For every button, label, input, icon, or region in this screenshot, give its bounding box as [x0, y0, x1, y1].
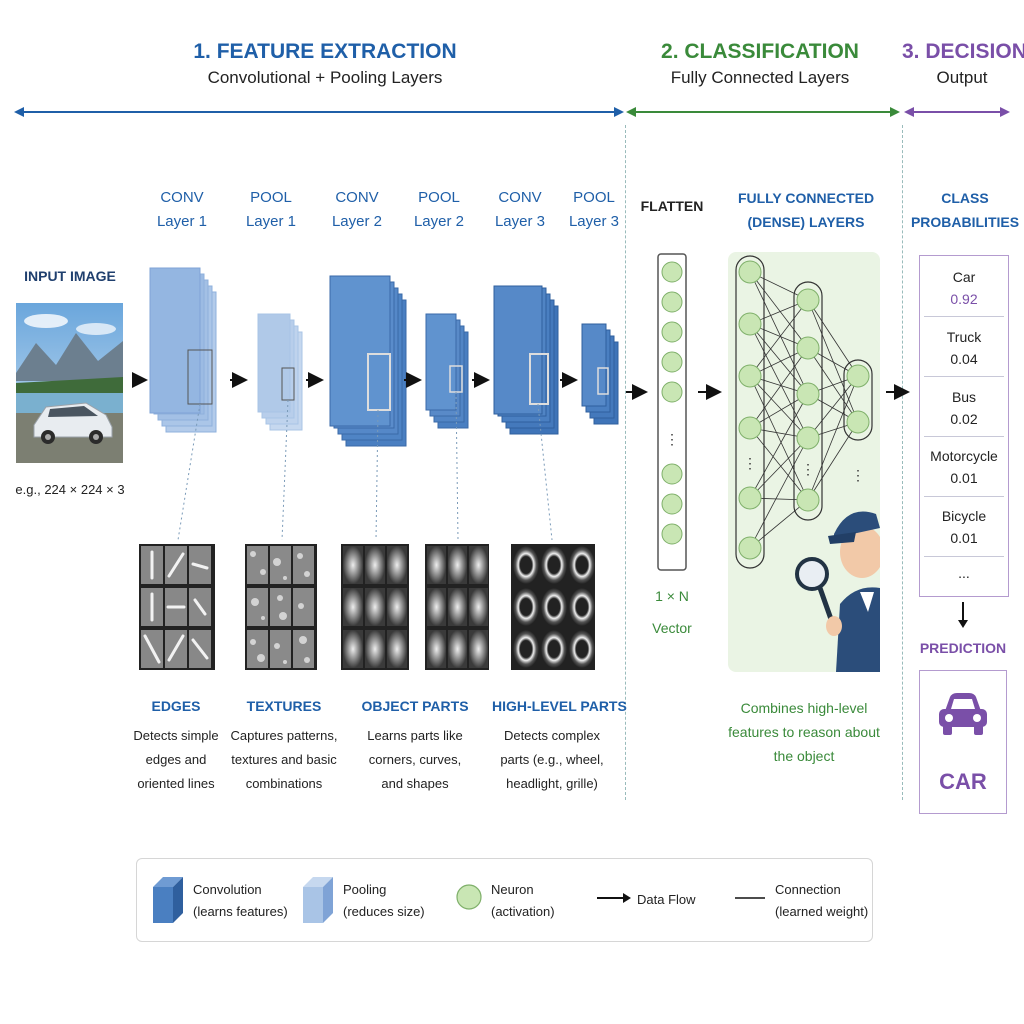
dense-caption: Combines high-level features to reason a… — [728, 700, 880, 764]
flatten-label: FLATTEN — [640, 198, 704, 214]
conv1-stack — [149, 267, 217, 433]
prob-separator — [924, 316, 1004, 317]
feature-span-arrow — [14, 107, 624, 117]
prob-separator — [924, 556, 1004, 557]
textures-caption: TEXTURES Captures patterns, textures and… — [230, 698, 338, 791]
prob-row-bus: Bus 0.02 — [950, 389, 978, 427]
input-image — [16, 303, 123, 463]
classification-subtitle: Fully Connected Layers — [670, 68, 850, 87]
layer-label-conv2: CONV Layer 2 — [331, 189, 383, 230]
pool2-stack — [425, 313, 469, 429]
decision-header: 3. DECISION Output — [902, 40, 1024, 88]
prob-row-more: ... — [958, 565, 970, 581]
flatten-size: 1 × N — [655, 588, 689, 604]
prob-separator — [924, 376, 1004, 377]
prob-separator — [924, 436, 1004, 437]
feature-extraction-title: 1. FEATURE EXTRACTION — [193, 40, 457, 63]
prediction-value: CAR — [939, 769, 987, 794]
high-level-parts-feature-grid — [511, 544, 595, 670]
conv-pool-stacks — [132, 267, 619, 541]
neuron-legend-text: Neuron (activation) — [491, 882, 555, 919]
flatten-vector: ⋮ — [657, 253, 687, 571]
legend: Convolution (learns features) Pooling (r… — [136, 858, 873, 942]
layer-label-conv3: CONV Layer 3 — [494, 189, 546, 230]
connection-legend-icon — [735, 897, 765, 899]
textures-feature-grid — [245, 544, 317, 670]
conv2-stack — [329, 275, 407, 447]
input-image-label: INPUT IMAGE — [24, 268, 116, 284]
flatten-and-dense-graphics: ⋮ — [626, 253, 910, 571]
down-arrow-icon — [958, 602, 968, 628]
prob-row-motorcycle: Motorcycle 0.01 — [930, 448, 998, 486]
convolution-legend-icon — [153, 877, 183, 923]
pooling-legend-icon — [303, 877, 333, 923]
prob-row-car: Car 0.92 — [950, 269, 978, 307]
connection-legend-text: Connection (learned weight) — [775, 882, 869, 919]
layer-label-pool3: POOL Layer 3 — [568, 189, 620, 230]
section-span-arrows — [14, 107, 1010, 117]
svg-text:⋮: ⋮ — [743, 455, 757, 471]
svg-text:⋮: ⋮ — [851, 467, 865, 483]
flatten-vector-label: Vector — [652, 620, 692, 636]
input-size-note: e.g., 224 × 224 × 3 — [15, 482, 125, 497]
car-photo-icon — [33, 402, 113, 444]
svg-text:⋮: ⋮ — [665, 431, 679, 447]
object-parts-feature-grid — [341, 544, 409, 670]
neuron-legend-icon — [456, 884, 482, 910]
feature-extraction-header: 1. FEATURE EXTRACTION Convolutional + Po… — [160, 40, 490, 88]
layer-label-conv1: CONV Layer 1 — [156, 189, 208, 230]
prob-separator — [924, 496, 1004, 497]
feature-extraction-subtitle: Convolutional + Pooling Layers — [207, 68, 443, 87]
layer-label-pool2: POOL Layer 2 — [413, 189, 465, 230]
classification-span-arrow — [626, 107, 900, 117]
divider-feature-classification — [625, 125, 626, 800]
data-flow-legend-text: Data Flow — [637, 892, 696, 907]
inspector-figure-icon — [795, 511, 880, 672]
classification-title: 2. CLASSIFICATION — [661, 40, 859, 63]
divider-classification-decision — [902, 125, 903, 800]
object-parts-caption: OBJECT PARTS Learns parts like corners, … — [361, 698, 469, 791]
prediction-label: PREDICTION — [919, 640, 1007, 656]
decision-subtitle: Output — [936, 68, 988, 87]
class-probabilities-table: Car 0.92 Truck 0.04 Bus 0.02 Motorcycle … — [919, 255, 1009, 597]
feature-map-grids — [139, 544, 595, 670]
dense-network: ⋮ ⋮ ⋮ — [735, 255, 880, 672]
dense-neurons — [738, 260, 870, 560]
feature-connectors — [177, 391, 553, 541]
convolution-legend-text: Convolution (learns features) — [193, 882, 288, 919]
prob-row-bicycle: Bicycle 0.01 — [941, 508, 987, 546]
pool3-stack — [581, 323, 619, 425]
pooling-legend-text: Pooling (reduces size) — [343, 882, 425, 919]
class-probabilities-title: CLASS PROBABILITIES — [910, 190, 1020, 230]
edges-caption: EDGES Detects simple edges and oriented … — [133, 698, 219, 791]
pool2-parts-feature-grid — [425, 544, 489, 670]
decision-span-arrow — [904, 107, 1010, 117]
pool1-stack — [257, 313, 303, 431]
data-flow-legend-icon — [597, 893, 631, 903]
svg-text:⋮: ⋮ — [801, 461, 815, 477]
car-icon — [939, 693, 987, 735]
layer-label-pool1: POOL Layer 1 — [245, 189, 297, 230]
prob-row-truck: Truck 0.04 — [946, 329, 982, 367]
classification-header: 2. CLASSIFICATION Fully Connected Layers — [660, 40, 860, 88]
conv3-stack — [493, 285, 559, 435]
edges-feature-grid — [139, 544, 215, 670]
dense-title: FULLY CONNECTED (DENSE) LAYERS — [737, 190, 875, 230]
high-level-parts-caption: HIGH-LEVEL PARTS Detects complex parts (… — [492, 698, 627, 791]
decision-title: 3. DECISION — [902, 40, 1024, 63]
prediction-box: CAR — [919, 670, 1007, 814]
